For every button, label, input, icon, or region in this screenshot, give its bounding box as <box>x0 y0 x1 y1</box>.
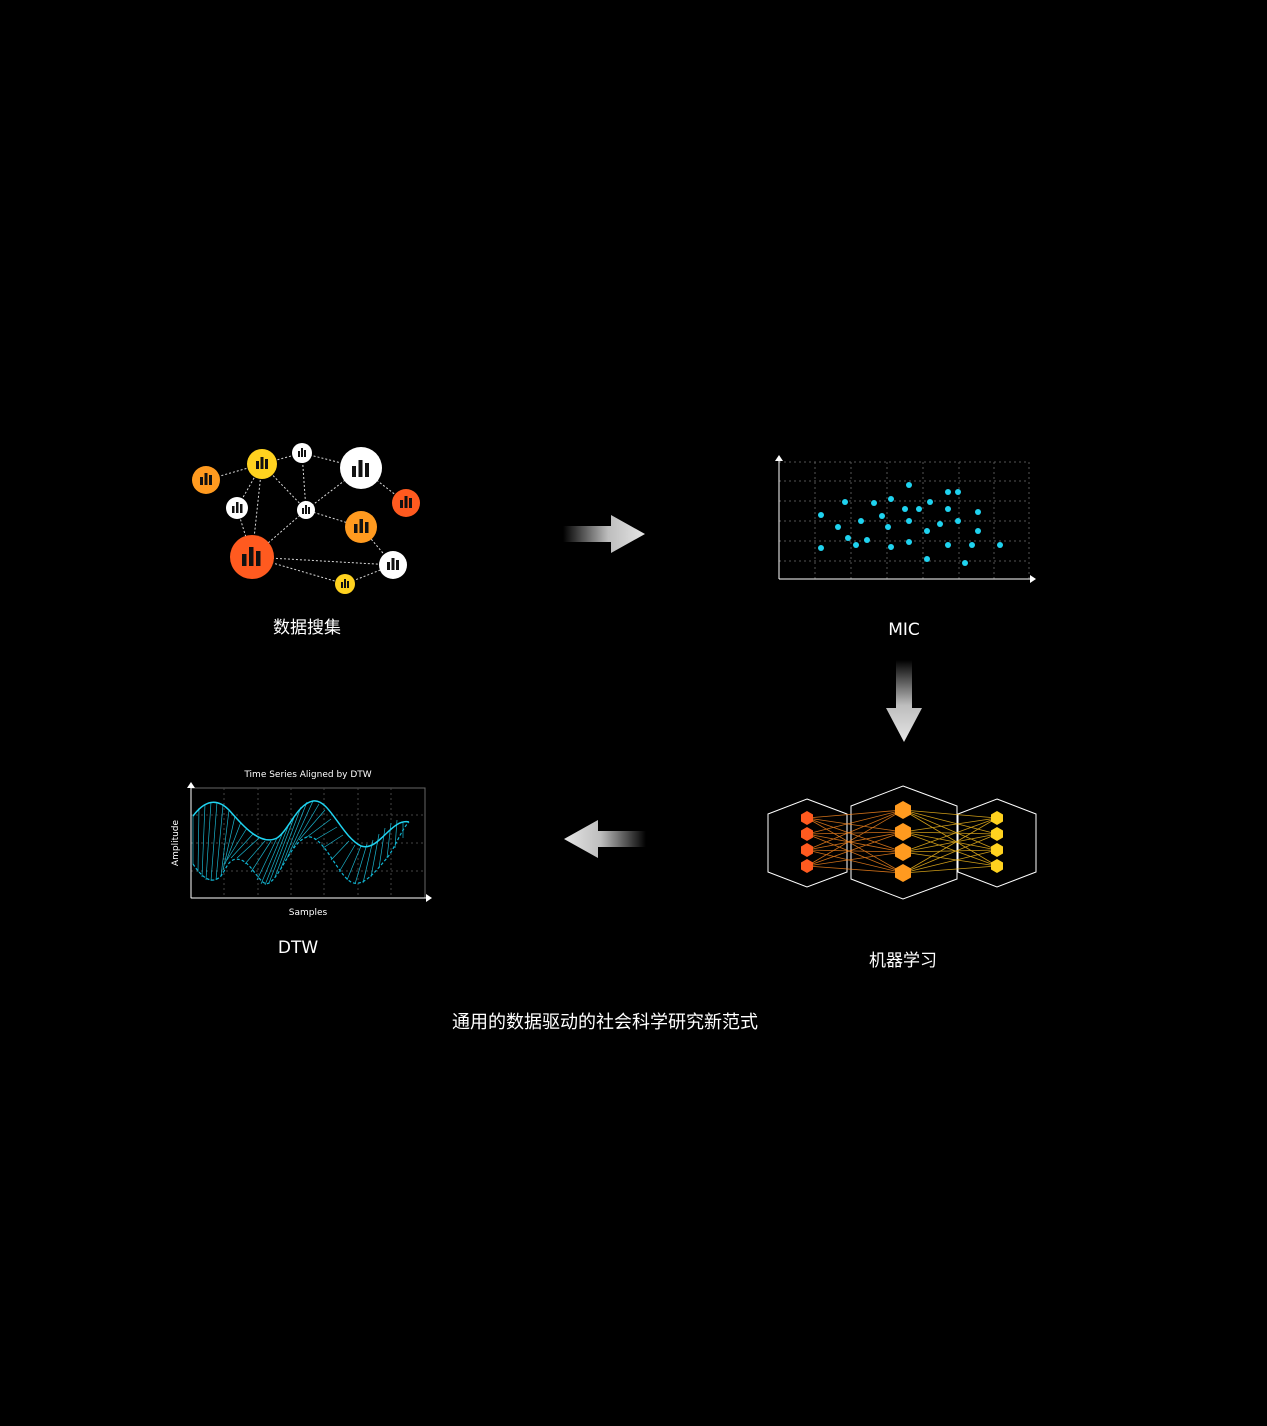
stage-label-dtw: DTW <box>277 938 319 958</box>
dtw-chart: Time Series Aligned by DTW <box>171 770 432 918</box>
network-node <box>345 511 377 543</box>
network-node <box>340 447 382 489</box>
diagram-caption: 通用的数据驱动的社会科学研究新范式 <box>452 1012 758 1033</box>
dtw-chart-title: Time Series Aligned by DTW <box>243 770 371 780</box>
mic-scatter-plot <box>775 455 1036 583</box>
neural-network-diagram <box>767 785 1037 900</box>
network-node <box>247 449 277 479</box>
network-node <box>292 443 312 463</box>
network-node <box>230 535 274 579</box>
network-node <box>226 497 248 519</box>
dtw-y-axis-label: Amplitude <box>171 819 181 866</box>
network-node <box>392 489 420 517</box>
network-node <box>379 551 407 579</box>
arrow-down-icon <box>886 660 922 742</box>
network-node <box>297 501 315 519</box>
arrow-right-icon <box>563 515 645 553</box>
data-collection-network-diagram <box>192 443 420 594</box>
stage-label-data-collection: 数据搜集 <box>273 618 341 638</box>
arrow-left-icon <box>564 820 646 858</box>
stage-label-mic: MIC <box>888 620 920 640</box>
network-node <box>192 466 220 494</box>
stage-label-machine-learning: 机器学习 <box>869 951 937 971</box>
network-node <box>335 574 355 594</box>
dtw-x-axis-label: Samples <box>289 908 328 918</box>
